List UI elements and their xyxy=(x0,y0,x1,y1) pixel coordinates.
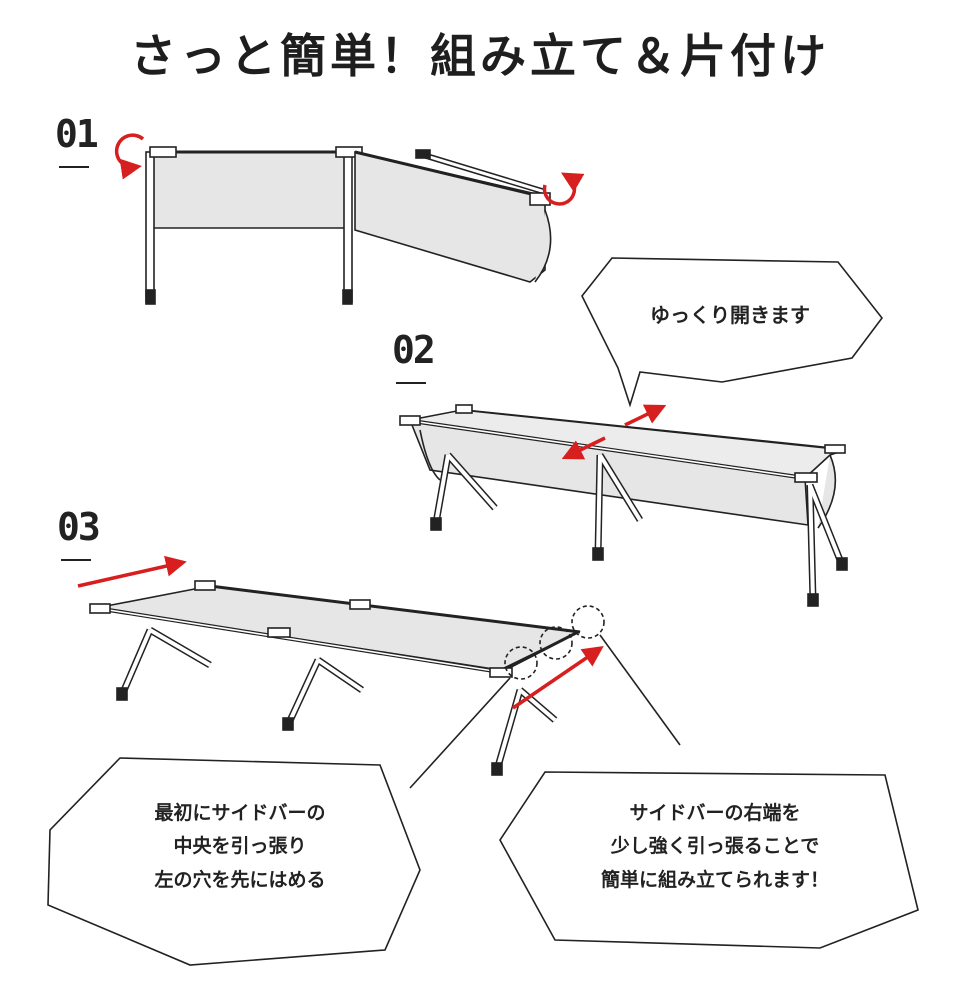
callout-right-line-1: サイドバーの右端を xyxy=(629,802,801,824)
callout-left-line-3: 左の穴を先にはめる xyxy=(154,868,326,891)
callout-bubble-02 xyxy=(581,257,884,408)
pull-arrow-icon xyxy=(77,555,604,710)
open-arrows-icon xyxy=(561,404,667,460)
step-number-02: 02 xyxy=(392,328,436,384)
callout-right-line-2: 少し強く引っ張ることで xyxy=(610,835,820,858)
callout-leader-lines xyxy=(409,634,681,789)
step3-assembled-cot xyxy=(89,580,605,776)
callout-right-line-3: 簡単に組み立てられます！ xyxy=(600,868,829,891)
step2-opening-cot xyxy=(399,404,848,607)
callout-text-02: ゆっくり開きます xyxy=(650,303,810,327)
step-number-01: 01 xyxy=(55,112,99,168)
step1-folded-cot xyxy=(145,146,552,305)
callout-left-line-1: 最初にサイドバーの xyxy=(154,802,326,824)
callout-bubble-left xyxy=(47,757,421,966)
rotate-arrow-icon xyxy=(114,133,585,206)
callout-bubble-right xyxy=(499,771,919,949)
callout-left-line-2: 中央を引っ張り xyxy=(173,835,307,858)
callout-text-right: サイドバーの右端を 少し強く引っ張ることで 簡単に組み立てられます！ xyxy=(540,797,890,897)
page-title: さっと簡単！組み立て＆片付け xyxy=(130,29,830,83)
callout-text-left: 最初にサイドバーの 中央を引っ張り 左の穴を先にはめる xyxy=(90,797,390,897)
step-number-03: 03 xyxy=(57,505,101,561)
